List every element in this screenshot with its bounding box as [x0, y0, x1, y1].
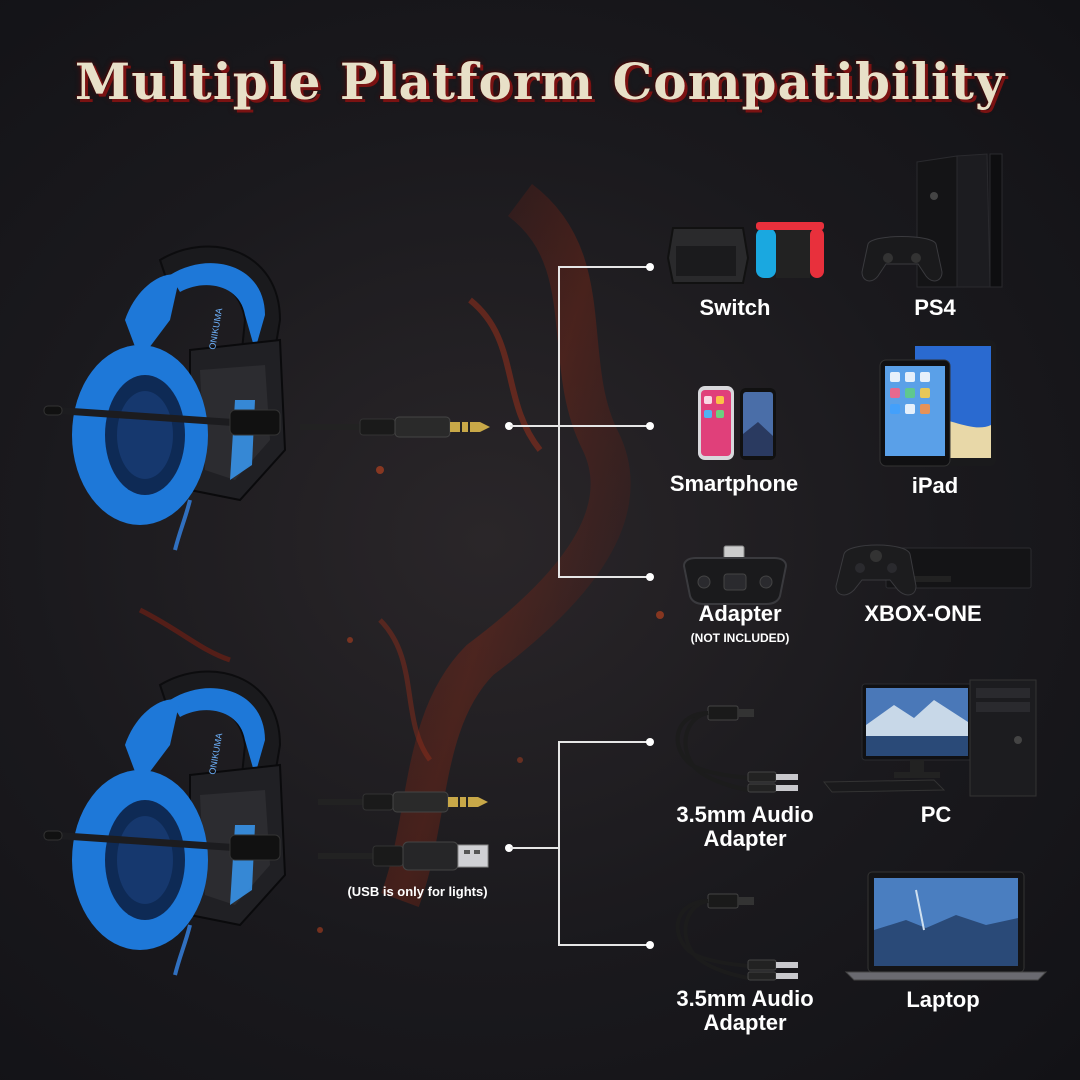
- page-title: Multiple Platform Compatibility: [74, 52, 1006, 111]
- connector-line: [558, 741, 650, 743]
- adapter-not-included-note: (NOT INCLUDED): [690, 631, 790, 645]
- connector-line: [558, 267, 560, 577]
- audio-adapter-label-line1: 3.5mm Audio: [676, 802, 814, 827]
- connector-dot: [646, 941, 654, 949]
- usb-plug-icon: [318, 841, 489, 871]
- audio-jack-plug-icon: [300, 416, 490, 438]
- connector-line: [510, 425, 560, 427]
- connector-line: [558, 266, 650, 268]
- connector-line: [510, 847, 560, 849]
- laptop-icon: [844, 871, 1048, 981]
- xbox-adapter-icon: [682, 545, 788, 605]
- device-label-smartphone: Smartphone: [669, 471, 799, 496]
- connector-line: [558, 576, 650, 578]
- connector-dot: [505, 844, 513, 852]
- ipad-icon: [879, 340, 996, 467]
- connector-line: [558, 425, 650, 427]
- headset-brand-text: ONIKUMA: [207, 732, 224, 775]
- audio-adapter-label-line1: 3.5mm Audio: [676, 986, 814, 1011]
- usb-lights-note: (USB is only for lights): [347, 884, 488, 899]
- audio-splitter-icon: [675, 893, 798, 981]
- audio-splitter-icon: [675, 705, 798, 793]
- device-label-ipad: iPad: [911, 473, 959, 498]
- connector-line: [558, 741, 560, 946]
- audio-jack-plug-icon: [318, 791, 488, 813]
- device-label-xbox-one: XBOX-ONE: [864, 601, 982, 626]
- audio-adapter-label-line2: Adapter: [703, 826, 787, 851]
- device-label-laptop: Laptop: [906, 987, 980, 1012]
- connector-line: [558, 944, 650, 946]
- device-label-pc: PC: [920, 802, 952, 827]
- device-label-ps4: PS4: [914, 295, 956, 320]
- device-label-switch: Switch: [699, 295, 771, 320]
- headset-brand-text: ONIKUMA: [207, 307, 224, 350]
- gaming-headset-icon: ONIKUMA: [43, 245, 287, 551]
- nintendo-switch-icon: [666, 222, 824, 284]
- desktop-pc-icon: [822, 679, 1037, 797]
- audio-adapter-label-line2: Adapter: [703, 1010, 787, 1035]
- connector-dot: [646, 422, 654, 430]
- connector-dot: [646, 573, 654, 581]
- connector-dot: [646, 263, 654, 271]
- connector-dot: [505, 422, 513, 430]
- xbox-one-icon: [835, 544, 1032, 596]
- device-label-audio-adapter-1: 3.5mm Audio Adapter: [670, 803, 820, 851]
- ps4-console-icon: [861, 153, 1003, 288]
- device-label-audio-adapter-2: 3.5mm Audio Adapter: [670, 987, 820, 1035]
- connector-dot: [646, 738, 654, 746]
- device-label-adapter: Adapter: [698, 601, 782, 626]
- gaming-headset-icon: ONIKUMA: [43, 670, 287, 976]
- smartphone-icon: [698, 386, 776, 460]
